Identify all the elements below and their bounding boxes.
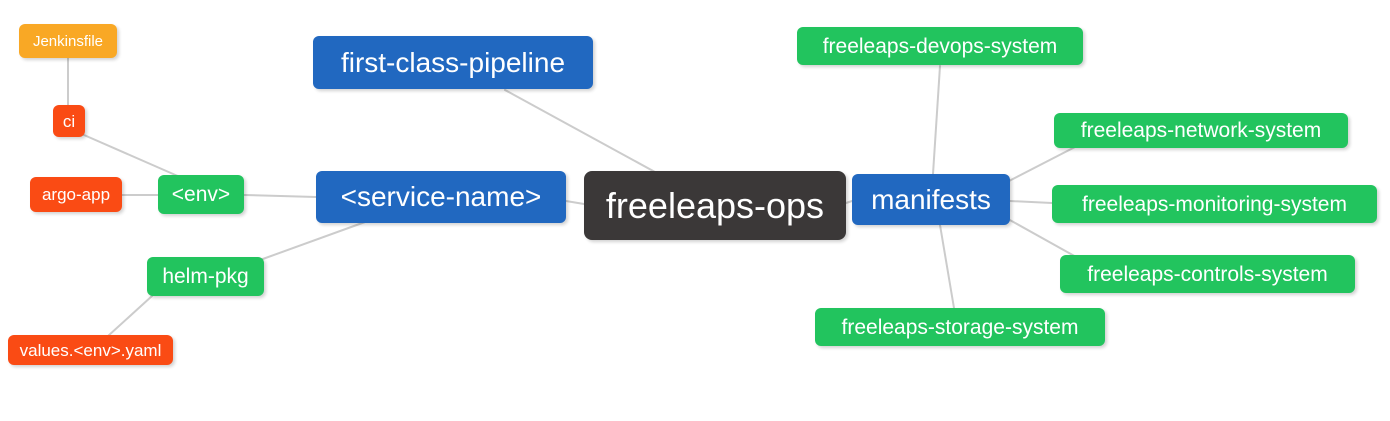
edge-helm-pkg-service-name xyxy=(259,221,366,261)
node-service-name[interactable]: <service-name> xyxy=(316,171,566,223)
node-manifests[interactable]: manifests xyxy=(852,174,1010,225)
edge-values-helm-pkg xyxy=(107,295,153,337)
node-ci[interactable]: ci xyxy=(53,105,85,137)
node-network-system[interactable]: freeleaps-network-system xyxy=(1054,113,1348,148)
node-root-freeleaps-ops[interactable]: freeleaps-ops xyxy=(584,171,846,240)
edge-manifests-storage xyxy=(939,224,955,309)
edge-manifests-controls xyxy=(1007,218,1079,259)
edge-root-manifests xyxy=(845,200,853,204)
edge-manifests-devops xyxy=(932,65,941,175)
node-helm-pkg[interactable]: helm-pkg xyxy=(147,257,264,296)
edge-service-name-root xyxy=(565,200,585,205)
node-first-class-pipeline[interactable]: first-class-pipeline xyxy=(313,36,593,89)
node-monitoring-system[interactable]: freeleaps-monitoring-system xyxy=(1052,185,1377,223)
node-controls-system[interactable]: freeleaps-controls-system xyxy=(1060,255,1355,293)
node-storage-system[interactable]: freeleaps-storage-system xyxy=(815,308,1105,346)
edge-env-service-name xyxy=(243,194,317,198)
edge-manifests-monitoring xyxy=(1009,200,1053,204)
edge-pipeline-root xyxy=(504,89,656,173)
edge-manifests-network xyxy=(1008,146,1076,182)
node-jenkinsfile[interactable]: Jenkinsfile xyxy=(19,24,117,58)
edge-ci-env xyxy=(83,134,181,178)
node-devops-system[interactable]: freeleaps-devops-system xyxy=(797,27,1083,65)
node-values-env-yaml[interactable]: values.<env>.yaml xyxy=(8,335,173,365)
node-argo-app[interactable]: argo-app xyxy=(30,177,122,212)
node-env[interactable]: <env> xyxy=(158,175,244,214)
